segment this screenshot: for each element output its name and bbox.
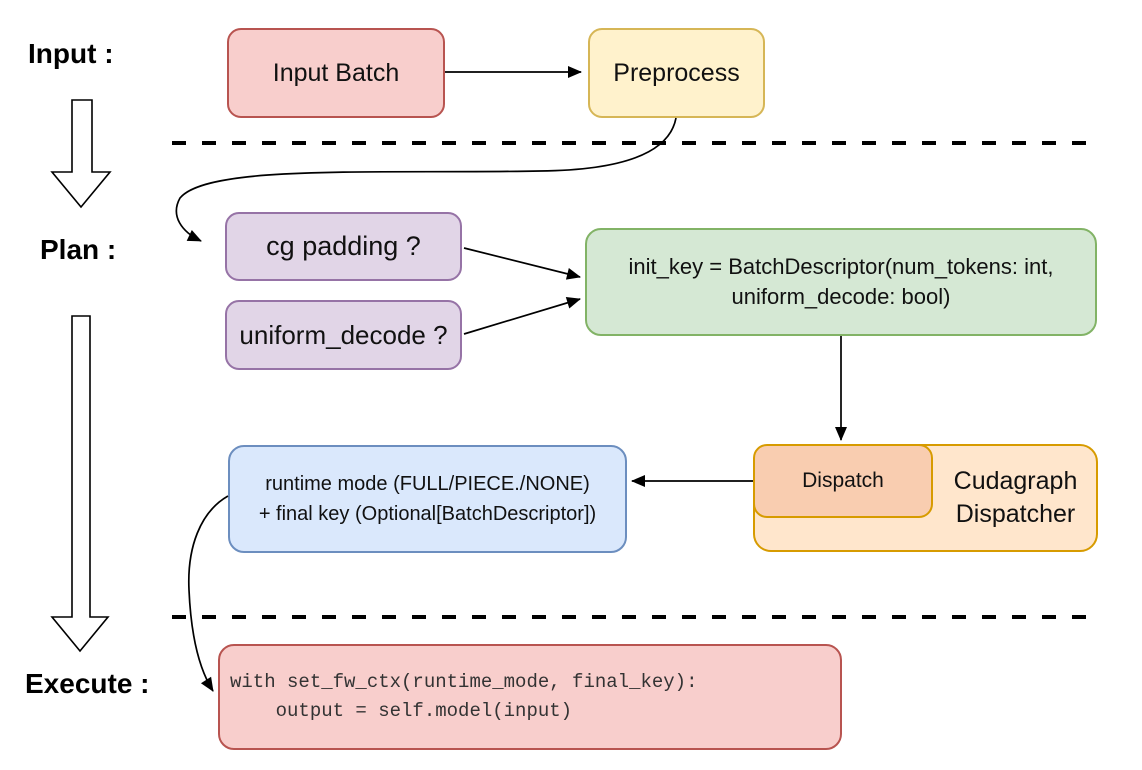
node-input-batch: Input Batch: [227, 28, 445, 118]
init-key-line-2: uniform_decode: bool): [731, 284, 951, 309]
hollow-arrow-plan-to-execute-icon: [50, 315, 110, 653]
execute-code-line-2: output = self.model(input): [230, 700, 573, 722]
cudagraph-dispatcher-line-2: Dispatcher: [955, 500, 1076, 528]
node-runtime-result: runtime mode (FULL/PIECE./NONE) + final …: [228, 445, 627, 553]
stage-label-input: Input :: [28, 38, 114, 69]
node-uniform-decode: uniform_decode ?: [225, 300, 462, 370]
preprocess-label: Preprocess: [613, 58, 740, 87]
runtime-result-line-2: + final key (Optional[BatchDescriptor]): [258, 503, 597, 525]
dispatch-label: Dispatch: [802, 469, 884, 492]
cudagraph-dispatcher-label: Cudagraph Dispatcher: [933, 446, 1098, 550]
node-init-key: init_key = BatchDescriptor(num_tokens: i…: [585, 228, 1097, 336]
node-preprocess: Preprocess: [588, 28, 765, 118]
runtime-result-line-1: runtime mode (FULL/PIECE./NONE): [265, 473, 590, 495]
node-execute-code: with set_fw_ctx(runtime_mode, final_key)…: [218, 644, 842, 750]
arrow-cg-padding-to-init-key: [463, 247, 581, 280]
cudagraph-dispatcher-line-1: Cudagraph: [953, 467, 1078, 495]
stage-label-execute: Execute :: [25, 668, 150, 699]
input-batch-label: Input Batch: [272, 58, 400, 87]
stage-label-plan: Plan :: [40, 234, 117, 265]
execute-code-line-1: with set_fw_ctx(runtime_mode, final_key)…: [230, 671, 698, 693]
uniform-decode-label: uniform_decode ?: [239, 319, 448, 350]
cg-padding-label: cg padding ?: [266, 231, 421, 261]
init-key-line-1: init_key = BatchDescriptor(num_tokens: i…: [628, 254, 1054, 279]
arrow-uniform-decode-to-init-key: [463, 297, 581, 335]
node-dispatch: Dispatch: [753, 444, 933, 518]
hollow-arrow-input-to-plan-icon: [50, 99, 112, 209]
node-cg-padding: cg padding ?: [225, 212, 462, 281]
